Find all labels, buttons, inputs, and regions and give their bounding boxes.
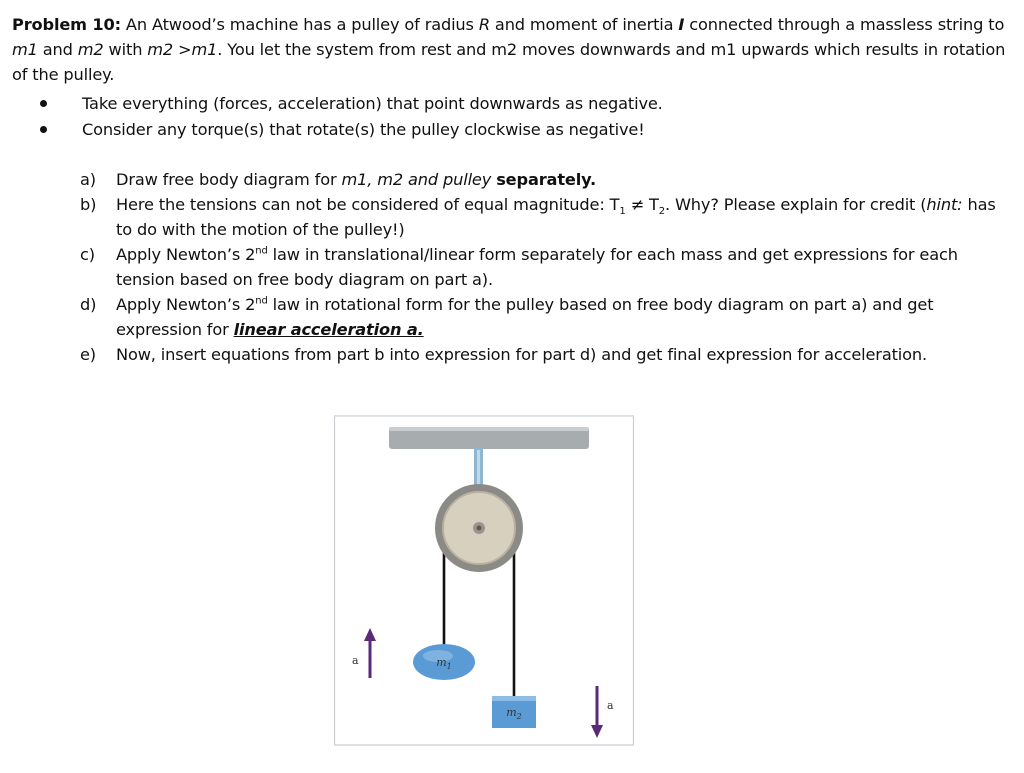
intro-text-6: . You let the system from rest and m2 mo… [12,40,1006,84]
part-a-text: Draw free body diagram for [116,170,342,189]
mass-m1-highlight [423,650,453,662]
part-b-text-3: . Why? Please explain for credit ( [664,195,927,214]
mass-inequality: m2 >m1 [147,40,218,59]
part-d-emphasis: linear acceleration a. [233,320,424,339]
m2-label: m2 [506,706,522,721]
bullet-dot [40,100,47,107]
bullet-text: Take everything (forces, acceleration) t… [82,94,663,113]
inertia-symbol: I [678,15,685,34]
ordinal-superscript: nd [255,245,268,257]
intro-text-4: and [37,40,78,59]
problem-heading: Problem 10: [12,15,121,34]
left-acceleration-label: a [352,654,359,667]
intro-text-3: connected through a massless string to [684,15,1005,34]
problem-parts: a) Draw free body diagram for m1, m2 and … [80,167,1010,367]
atwood-machine-figure: m1 m2 a a [334,415,634,746]
up-arrow-icon [364,628,376,641]
m2-symbol: m2 [77,40,104,59]
part-c-text-2: law in translational/linear form separat… [116,245,958,289]
part-b-text-4: has to do with the motion of the pulley!… [116,195,996,239]
intro-text-2: and moment of inertia [489,15,679,34]
m1-label: m1 [436,656,452,671]
down-arrow-icon [591,725,603,738]
bullet-item: Take everything (forces, acceleration) t… [40,91,940,117]
figure-frame [334,415,634,746]
pulley-axle-center [476,525,482,531]
t1-subscript: 1 [619,206,626,218]
rod-highlight [477,450,480,496]
mass-m2-highlight [492,696,536,701]
bullet-item: Consider any torque(s) that rotate(s) th… [40,117,940,143]
part-label: b) [80,195,97,214]
mass-m2 [492,696,536,728]
part-e-text: Now, insert equations from part b into e… [116,345,927,364]
part-d-text-1: Apply Newton’s 2 [116,295,256,314]
m1-symbol: m1 [12,40,38,59]
part-a-emphasis: separately. [496,170,597,189]
part-c-text-1: Apply Newton’s 2 [116,245,256,264]
figure-frame-top [334,416,634,417]
instruction-bullets: Take everything (forces, acceleration) t… [40,91,940,142]
intro-text-1: An Atwood’s machine has a pulley of radi… [120,15,479,34]
part-a: a) Draw free body diagram for m1, m2 and … [80,167,1010,192]
ceiling-bar [389,427,589,449]
right-acceleration-label: a [607,699,614,712]
radius-symbol: R [478,15,490,34]
part-a-objects: m1, m2 and pulley [341,170,492,189]
part-label: d) [80,295,97,314]
part-b-hint: hint: [926,195,963,214]
part-d: d) Apply Newton’s 2nd law in rotational f… [80,292,1010,342]
ordinal-superscript: nd [255,295,268,307]
part-c: c) Apply Newton’s 2nd law in translationa… [80,242,1010,292]
part-b: b) Here the tensions can not be considere… [80,192,1010,242]
part-label: e) [80,345,96,364]
part-label: c) [80,245,95,264]
part-e: e) Now, insert equations from part b into… [80,342,1010,367]
intro-text-5: with [103,40,148,59]
ceiling-highlight [389,427,589,431]
problem-intro: Problem 10: An Atwood’s machine has a pu… [12,12,1017,87]
bullet-text: Consider any torque(s) that rotate(s) th… [82,119,645,139]
part-b-text-2: ≠ T [625,195,659,214]
part-b-text-1: Here the tensions can not be considered … [116,195,620,214]
pulley-face-rim [442,491,516,565]
part-d-text-2: law in rotational form for the pulley ba… [116,295,934,339]
bullet-dot [40,125,47,133]
part-label: a) [80,170,96,189]
t2-subscript: 2 [658,206,665,218]
